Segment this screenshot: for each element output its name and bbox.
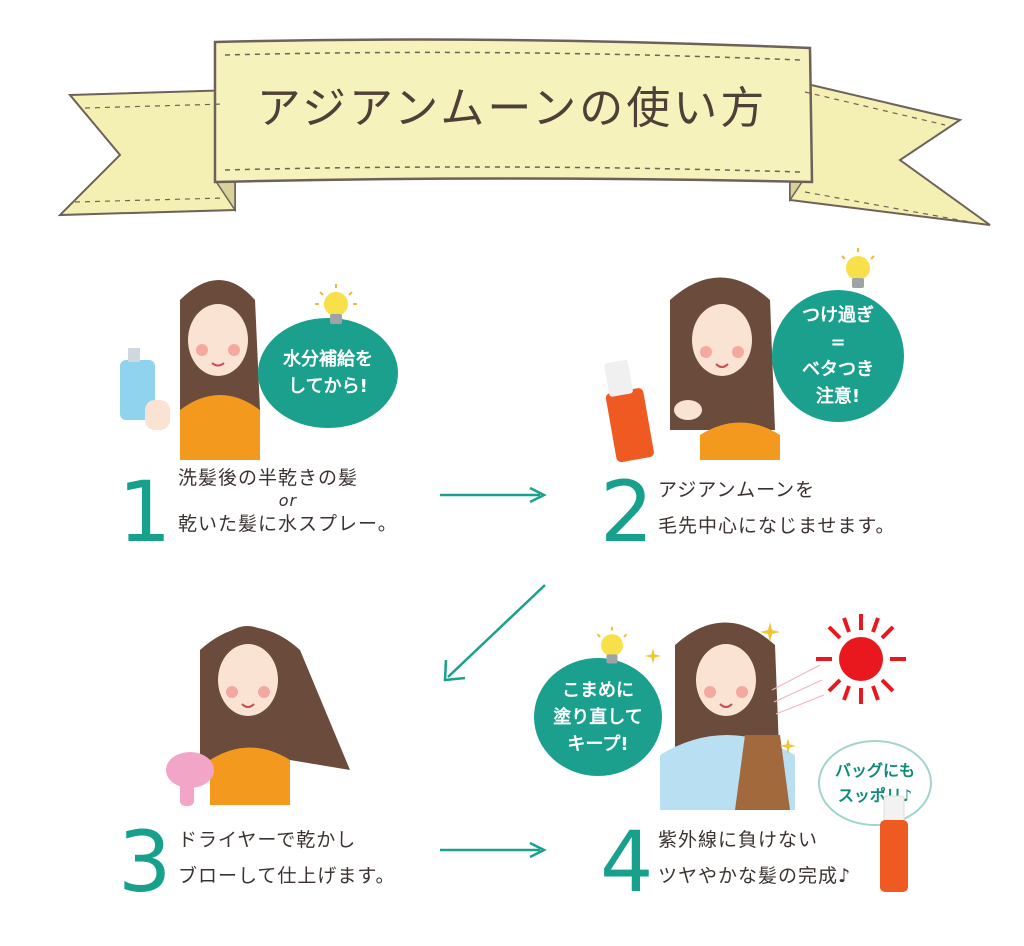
step2-tip-bubble: つけ過ぎ=ベタつき注意! <box>772 290 904 422</box>
lightbulb-icon <box>315 284 357 324</box>
step-number-4: 4 <box>600 813 654 911</box>
step2-line2: 毛先中心になじませます。 <box>658 515 896 537</box>
step4-tip-bubble: こまめに塗り直してキープ! <box>534 658 662 776</box>
sparkle-icon <box>760 622 780 642</box>
step2-description: アジアンムーンを 毛先中心になじませます。 <box>658 472 896 544</box>
step-number-2: 2 <box>600 463 654 561</box>
step1-tip-bubble: 水分補給をしてから! <box>258 318 398 428</box>
step-number-1: 1 <box>118 463 172 561</box>
product-bottle <box>880 795 908 892</box>
step4-illustration <box>660 622 795 810</box>
step3-illustration <box>166 626 350 806</box>
sparkle-icon <box>780 738 796 754</box>
step-number-3: 3 <box>118 813 172 911</box>
step1-line2: 乾いた髪に水スプレー。 <box>178 513 398 535</box>
step4-line1: 紫外線に負けない <box>658 829 819 851</box>
step4-line2: ツヤやかな髪の完成♪ <box>658 865 852 887</box>
page-title: アジアンムーンの使い方 <box>256 83 768 134</box>
step1-or: or <box>278 491 298 510</box>
uv-rays <box>771 664 825 715</box>
step3-description: ドライヤーで乾かし ブローして仕上げます。 <box>178 822 396 894</box>
arrow-right-icon <box>440 486 547 504</box>
title-banner <box>57 38 991 226</box>
sun-icon <box>816 614 906 704</box>
step3-line1: ドライヤーで乾かし <box>178 829 357 851</box>
step1-line1: 洗髪後の半乾きの髪 <box>178 467 359 489</box>
step4-description: 紫外線に負けない ツヤやかな髪の完成♪ <box>658 822 851 894</box>
lightbulb-icon <box>596 626 628 664</box>
lightbulb-icon <box>841 248 875 288</box>
step2-line1: アジアンムーンを <box>658 479 816 501</box>
bag-tip-bubble: バッグにもスッポリ♪ <box>818 740 932 826</box>
step1-illustration <box>120 280 260 460</box>
arrow-right-icon <box>440 841 547 859</box>
arrow-down-left-icon <box>443 584 546 682</box>
step1-description: 洗髪後の半乾きの髪 or 乾いた髪に水スプレー。 <box>178 463 398 539</box>
sparkle-icon <box>645 648 661 664</box>
step3-line2: ブローして仕上げます。 <box>178 865 396 887</box>
step2-illustration <box>604 277 780 463</box>
